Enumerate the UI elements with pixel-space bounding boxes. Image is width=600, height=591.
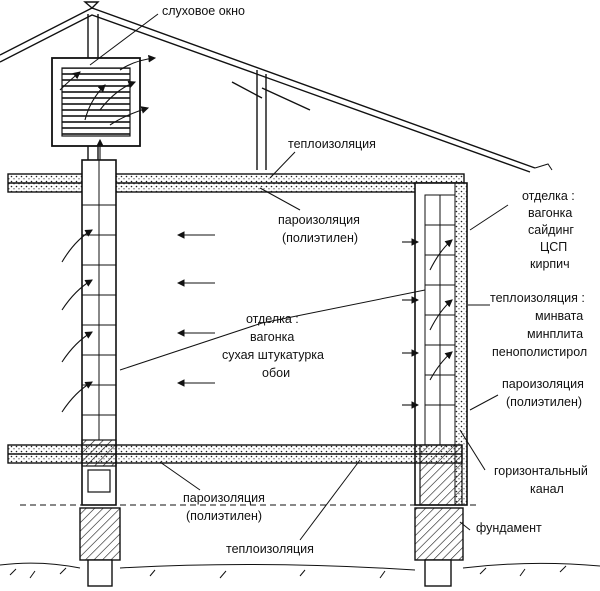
label-floor-vapor-barrier-material: (полиэтилен) — [186, 509, 262, 523]
leader-lines — [89, 13, 509, 541]
label-exterior-finish-item: кирпич — [530, 257, 570, 271]
label-wall-insulation-item: пенополистирол — [492, 345, 587, 359]
label-exterior-finish-item: вагонка — [528, 206, 572, 220]
ceiling-slab — [7, 173, 465, 193]
label-exterior-finish-title: отделка : — [522, 189, 575, 203]
label-wall-insulation-title: теплоизоляция : — [490, 291, 585, 305]
label-exterior-finish-item: сайдинг — [528, 223, 574, 237]
label-dormer-window: слуховое окно — [162, 4, 245, 18]
label-floor-insulation: теплоизоляция — [226, 542, 314, 556]
label-exterior-finish-item: ЦСП — [540, 240, 567, 254]
ground — [0, 562, 600, 579]
label-interior-finish-item: сухая штукатурка — [222, 348, 324, 362]
label-horizontal-channel-2: канал — [530, 482, 564, 496]
label-horizontal-channel: горизонтальный — [494, 464, 588, 478]
label-wall-insulation-item: минплита — [527, 327, 583, 341]
label-wall-vapor-barrier-material: (полиэтилен) — [506, 395, 582, 409]
foundations — [79, 507, 464, 587]
dormer-vent — [51, 57, 141, 147]
labels: слуховое окно теплоизоляция пароизоляция… — [162, 4, 588, 556]
label-wall-insulation-item: минвата — [535, 309, 583, 323]
label-interior-finish-title: отделка : — [246, 312, 299, 326]
label-foundation: фундамент — [476, 521, 542, 535]
label-floor-vapor-barrier: пароизоляция — [183, 491, 265, 505]
airflow-arrows — [59, 54, 453, 413]
label-wall-vapor-barrier: пароизоляция — [502, 377, 584, 391]
label-ceiling-vapor-barrier: пароизоляция — [278, 213, 360, 227]
label-interior-finish-item: вагонка — [250, 330, 294, 344]
label-ceiling-vapor-barrier-material: (полиэтилен) — [282, 231, 358, 245]
floor-slab — [7, 444, 480, 506]
label-interior-finish-item: обои — [262, 366, 290, 380]
label-roof-insulation: теплоизоляция — [288, 137, 376, 151]
